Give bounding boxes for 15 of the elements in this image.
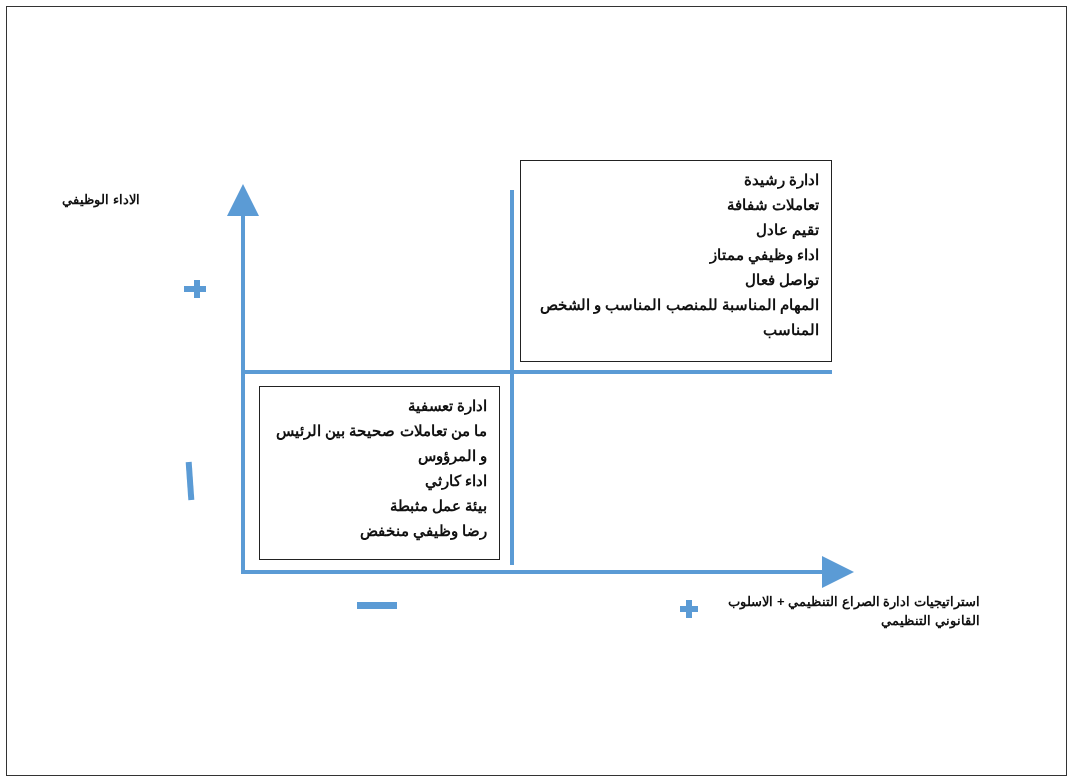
quadrant-box: [259, 386, 500, 560]
list-item-text: تعاملات شفافة: [725, 195, 819, 215]
list-item-text: اداء كارثي: [423, 471, 487, 493]
quadrant-box: [520, 160, 832, 362]
axis-title: الاداء الوظيفي: [61, 191, 140, 209]
axis-title: استراتيجيات ادارة الصراع التنظيمي + الاسلوب القانوني التنظيمي: [727, 593, 980, 630]
list-item-text: بيئة عمل مثبطة: [388, 496, 487, 516]
list-item-text: رضا وظيفي منخفض: [358, 521, 487, 543]
list-item-text: اداء وظيفي ممتاز: [708, 245, 819, 267]
list-item-text: تواصل فعال: [743, 270, 819, 291]
list-item-text: تقيم عادل: [754, 220, 819, 241]
list-item-text: المهام المناسبة للمنصب المناسب و الشخص المناسب: [539, 295, 819, 341]
list-item-text: ما من تعاملات صحيحة بين الرئيس و المرؤوس: [275, 421, 487, 467]
list-item-text: ادارة تعسفية: [406, 396, 487, 417]
list-item-text: ادارة رشيدة: [742, 170, 819, 191]
